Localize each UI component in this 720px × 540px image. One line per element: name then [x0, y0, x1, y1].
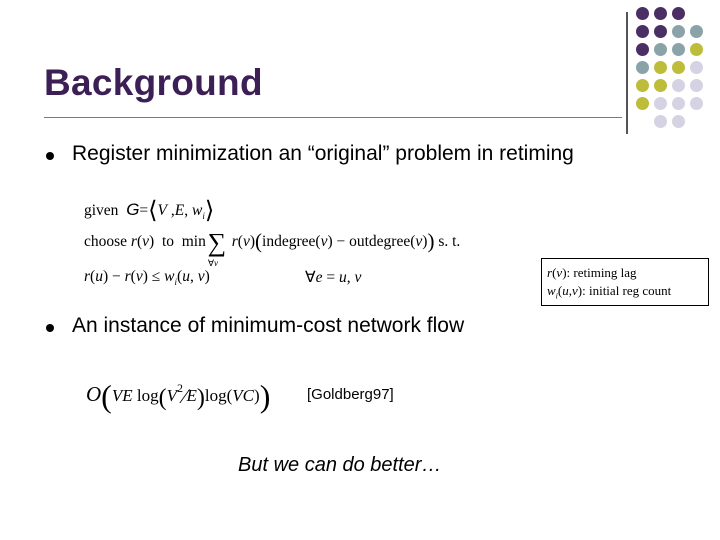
decorative-dot: [690, 61, 703, 74]
formula-complexity: O(VE log(V2∕E)log(VC)): [86, 378, 271, 414]
note-line-initial-reg: wi(u,v): initial reg count: [547, 283, 672, 301]
formula-constraint: r(u) − r(v) ≤ wi(u, v): [84, 268, 210, 288]
decorative-dot: [690, 25, 703, 38]
decorative-dot: [690, 97, 703, 110]
bullet-marker: [46, 324, 54, 332]
decorative-dot: [690, 43, 703, 56]
bullet-text: An instance of minimum-cost network flow: [72, 314, 465, 337]
decorative-dot: [672, 25, 685, 38]
formula-given: given G=⟨V ,E, wi⟩: [84, 198, 215, 224]
decorative-dot: [672, 43, 685, 56]
decorative-dot: [672, 97, 685, 110]
decorative-dot: [654, 61, 667, 74]
decorative-dot: [654, 97, 667, 110]
slide-title: Background: [44, 62, 263, 103]
decorative-dot-grid: [0, 0, 720, 140]
note-line-retiming-lag: r(v): retiming lag: [547, 265, 637, 280]
title-underline: [44, 117, 622, 118]
decorative-dot: [690, 79, 703, 92]
formula-choose: choose r(v) to min∑∀v r(v)(indegree(v) −…: [84, 228, 461, 268]
decorative-dot: [672, 7, 685, 20]
decorative-dot: [654, 7, 667, 20]
decorative-dot: [654, 79, 667, 92]
decorative-dot: [636, 43, 649, 56]
decorative-dot: [672, 79, 685, 92]
decorative-dot: [672, 61, 685, 74]
decorative-dot: [636, 97, 649, 110]
citation: [Goldberg97]: [307, 386, 394, 403]
decorative-dot: [636, 79, 649, 92]
bullet-marker: [46, 152, 54, 160]
decorative-dot: [654, 25, 667, 38]
decorative-dot: [672, 115, 685, 128]
formula-forall: ∀e = u, v: [305, 269, 362, 286]
closing-remark: But we can do better…: [238, 454, 442, 476]
decorative-dot: [636, 7, 649, 20]
decorative-dot: [654, 115, 667, 128]
vertical-divider: [626, 12, 628, 134]
definition-note: r(v): retiming lag wi(u,v): initial reg …: [541, 258, 709, 306]
decorative-dot: [636, 25, 649, 38]
decorative-dot: [636, 61, 649, 74]
bullet-text: Register minimization an “original” prob…: [72, 142, 574, 165]
decorative-dot: [654, 43, 667, 56]
